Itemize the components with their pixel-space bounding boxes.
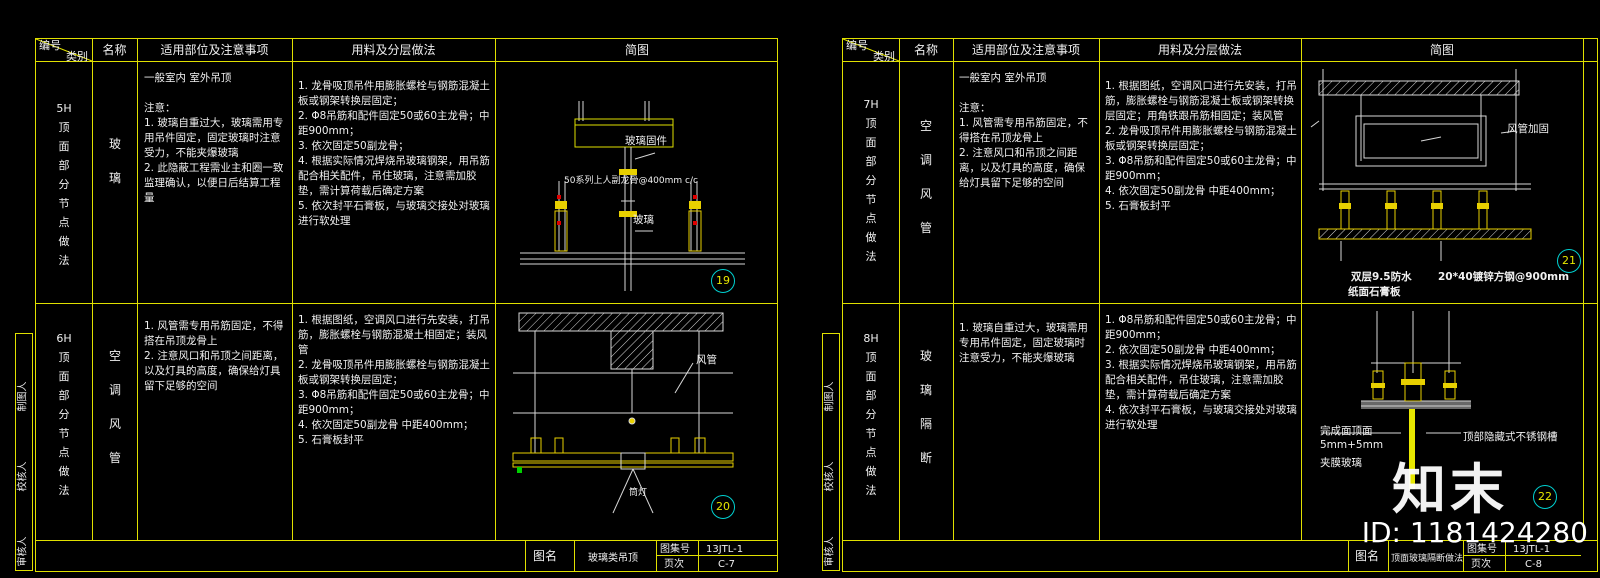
header-shiyong: 适用部位及注意事项 xyxy=(160,43,269,57)
detail-drawing-20 xyxy=(512,312,734,514)
label-glass: 玻璃 xyxy=(633,214,654,226)
side-strip-right: 制图人 校核人 审核人 xyxy=(822,333,840,571)
row-method: 1. 龙骨吸顶吊件用膨胀螺栓与钢筋混凝土板或钢架转换层固定； 2. Φ8吊筋和配… xyxy=(298,80,490,227)
header-mingcheng: 名称 xyxy=(102,43,127,57)
row-method: 1. 根据图纸，空调风口进行先安装，打吊筋，膨胀螺栓与钢筋混凝土板或钢架转换层固… xyxy=(1105,80,1297,212)
row-method: 1. Φ8吊筋和配件固定50或60主龙骨；中距900mm； 2. 依次固定50副… xyxy=(1105,314,1297,431)
header-shiyong: 适用部位及注意事项 xyxy=(971,43,1080,57)
label-steel-tube: 20*40镀锌方钢@900mm xyxy=(1438,271,1570,283)
titleblock-tujihao-label: 图集号 xyxy=(1467,544,1497,555)
detail-drawing-19 xyxy=(520,101,745,291)
side-label-jiaohe: 校核人 xyxy=(824,461,836,492)
row-notes: 1. 风管需专用吊筋固定，不得搭在吊顶龙骨上 2. 注意风口和吊顶之间距离，以及… xyxy=(144,320,284,392)
header-yongliao: 用料及分层做法 xyxy=(1157,43,1242,57)
row-name-glass-partition: 玻璃隔断 xyxy=(919,349,932,465)
titleblock-yeci: C-7 xyxy=(718,559,735,570)
side-label-jiaohe: 校核人 xyxy=(17,461,29,492)
titleblock-tujihao: 13JTL-1 xyxy=(1513,544,1551,555)
header-jiantu: 简图 xyxy=(1429,43,1454,57)
header-leibie: 类别 xyxy=(66,50,88,63)
label-glass-spec: 5mm+5mm xyxy=(1320,439,1384,451)
header-jiantu: 简图 xyxy=(624,43,649,57)
watermark-id: ID: 1181424280 xyxy=(1361,516,1588,549)
titleblock-tuming-label: 图名 xyxy=(533,549,558,563)
detail-drawing-22 xyxy=(1321,311,1471,489)
header-yongliao: 用料及分层做法 xyxy=(351,43,436,57)
label-downlight: 筒灯 xyxy=(629,488,648,498)
titleblock-tujihao-label: 图集号 xyxy=(660,544,690,555)
row-notes: 一般室内 室外吊顶 注意： 1. 玻璃自重过大，玻璃需用专用吊件固定，固定玻璃时… xyxy=(144,72,284,204)
row-notes: 1. 玻璃自重过大，玻璃需用专用吊件固定，固定玻璃时注意受力，不能夹爆玻璃 xyxy=(959,322,1088,364)
header-bianhao: 编号 xyxy=(39,39,61,52)
side-label-shenhe: 审核人 xyxy=(824,536,836,567)
header-diagonal xyxy=(35,38,93,62)
detail-number-22: 22 xyxy=(1533,485,1557,509)
side-label-zhitu: 制图人 xyxy=(824,381,836,412)
label-gypsum-1: 双层9.5防水 xyxy=(1351,271,1412,283)
row-name-duct: 空调风管 xyxy=(108,349,121,465)
header-mingcheng: 名称 xyxy=(913,43,938,57)
label-finish-ceiling: 完成面顶面 xyxy=(1320,425,1373,437)
detail-drawing-21 xyxy=(1310,69,1532,261)
header-bianhao: 编号 xyxy=(846,39,868,52)
titleblock-tuming: 玻璃类吊顶 xyxy=(588,553,638,564)
label-secondary-keel: 50系列上人副龙骨@400mm c/c xyxy=(564,176,698,186)
titleblock-tujihao: 13JTL-1 xyxy=(706,544,744,555)
row-name-glass: 玻璃 xyxy=(108,137,121,185)
label-air-duct: 风管 xyxy=(696,354,717,366)
side-label-shenhe: 审核人 xyxy=(17,536,29,567)
row-notes: 一般室内 室外吊顶 注意： 1. 风管需专用吊筋固定，不得搭在吊顶龙骨上 2. … xyxy=(959,72,1088,189)
header-leibie: 类别 xyxy=(873,50,895,63)
label-laminated-glass: 夹膜玻璃 xyxy=(1320,457,1362,469)
label-glass-fixing: 玻璃固件 xyxy=(625,135,667,147)
titleblock-yeci-label: 页次 xyxy=(664,559,684,570)
titleblock-tuming-label: 图名 xyxy=(1355,549,1380,563)
label-gypsum-2: 纸面石膏板 xyxy=(1348,286,1401,298)
side-label-zhitu: 制图人 xyxy=(17,381,29,412)
titleblock-yeci-label: 页次 xyxy=(1471,559,1491,570)
detail-number-21: 21 xyxy=(1557,249,1581,273)
header-diagonal xyxy=(842,38,900,62)
titleblock-tuming: 顶面玻璃隔断做法 xyxy=(1391,554,1464,564)
titleblock-yeci: C-8 xyxy=(1525,559,1542,570)
row-method: 1. 根据图纸，空调风口进行先安装，打吊筋，膨胀螺栓与钢筋混凝土相固定；装风管 … xyxy=(298,314,490,446)
detail-number-20: 20 xyxy=(711,495,735,519)
row-name-duct: 空调风管 xyxy=(919,119,932,235)
watermark-logo: 知末 xyxy=(1392,458,1508,521)
side-strip-left: 制图人 校核人 审核人 xyxy=(15,333,33,571)
label-hidden-channel: 顶部隐藏式不锈钢槽 xyxy=(1463,431,1558,443)
label-duct-reinforce: 风管加固 xyxy=(1507,123,1549,135)
detail-number-19: 19 xyxy=(711,269,735,293)
